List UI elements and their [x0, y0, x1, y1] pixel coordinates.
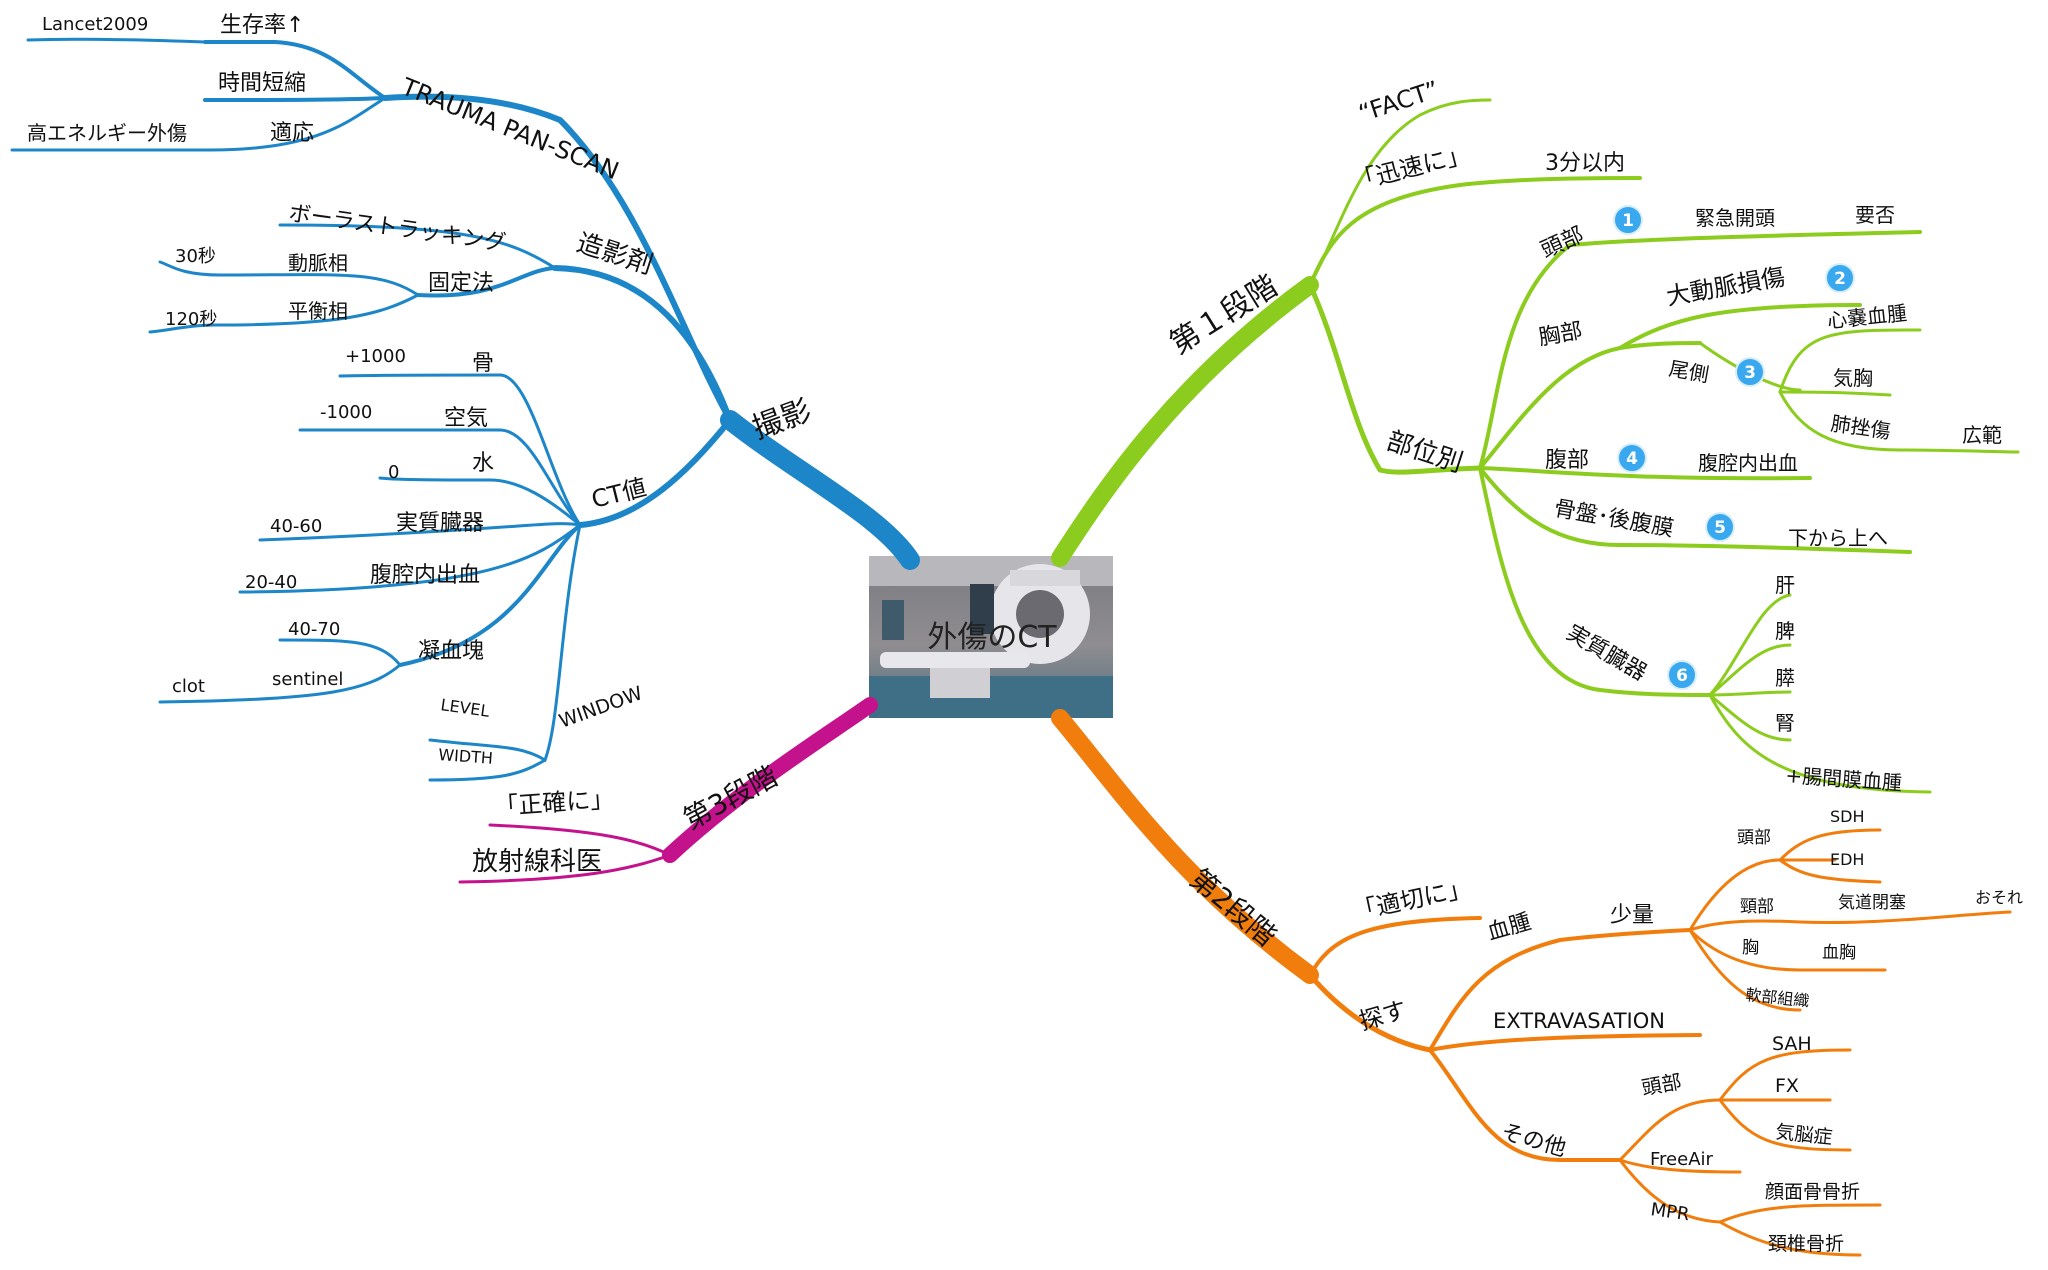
sah-label: SAH: [1772, 1033, 1812, 1055]
ct-item-2-value: 0: [388, 462, 399, 483]
ct-item-1-name: 空気: [444, 406, 488, 431]
hematoma-label: 血腫: [1485, 910, 1534, 946]
facial-fx-label: 顔面骨骨折: [1765, 1181, 1860, 1203]
craniotomy-label: 緊急開頭: [1695, 206, 1775, 230]
badge-4-icon: 4: [1617, 443, 1647, 473]
ct-item-4-value: 20-40: [245, 572, 297, 593]
trunk-imaging: [720, 410, 920, 570]
airway-label: 気道閉塞: [1838, 893, 1906, 913]
svg-text:1: 1: [1622, 211, 1634, 231]
cervical-fx-label: 頚椎骨折: [1768, 1233, 1844, 1255]
edh-label: EDH: [1830, 850, 1864, 869]
small-label: 少量: [1610, 903, 1654, 928]
abdomen-label: 腹部: [1545, 448, 1589, 473]
organ-liver: 肝: [1775, 573, 1795, 597]
contusion-label: 肺挫傷: [1829, 411, 1892, 443]
badge-2-icon: 2: [1825, 263, 1855, 293]
pneumothorax-label: 気胸: [1833, 366, 1873, 390]
pan-scan-label: TRAUMA PAN-SCAN: [397, 72, 623, 185]
stage2-branches: [1307, 828, 2012, 1257]
fixed-label: 固定法: [428, 271, 494, 296]
trunk-stage2: [1051, 709, 1319, 984]
stage3-branches: [458, 823, 672, 884]
accurate-label: 「正確に」: [493, 785, 615, 821]
ct-item-0-value: +1000: [345, 346, 406, 367]
s1-head-label: 頭部: [1537, 223, 1587, 264]
window-label: WINDOW: [556, 682, 645, 732]
thorax-label: 胸: [1742, 938, 1759, 958]
ct-item-4-name: 腹腔内出血: [370, 563, 480, 588]
bottom-up-label: 下から上へ: [1788, 526, 1888, 550]
survival-label: 生存率↑: [220, 13, 304, 38]
trunk-stage3: [662, 697, 878, 863]
svg-text:6: 6: [1676, 666, 1688, 686]
bolus-label: ボーラストラッキング: [287, 201, 507, 256]
aorta-label: 大動脈損傷: [1664, 262, 1787, 310]
badge-5-icon: 5: [1705, 512, 1735, 542]
window-level-label: LEVEL: [439, 695, 490, 721]
caudal-label: 尾側: [1667, 356, 1711, 387]
center-image: 外傷のCT: [869, 556, 1113, 718]
high-energy-label: 高エネルギー外傷: [27, 121, 187, 145]
trunk-stage1: [1051, 276, 1319, 567]
ct-item-3-value: 40-60: [270, 516, 322, 537]
stage1-branches: [1307, 98, 2020, 794]
organ-kidney: 腎: [1775, 711, 1795, 735]
badge-1-icon: 1: [1613, 205, 1643, 235]
svg-text:3: 3: [1744, 363, 1756, 383]
imaging-label: 撮影: [748, 393, 816, 446]
solid-organs-label: 実質臓器: [1562, 621, 1651, 687]
sdh-label: SDH: [1830, 807, 1865, 826]
hemoperitoneum-label: 腹腔内出血: [1698, 451, 1798, 475]
s2-head-label: 頭部: [1737, 828, 1771, 848]
fx-label: FX: [1775, 1075, 1799, 1097]
center-label: 外傷のCT: [927, 620, 1057, 655]
organ-mesentery: +腸間膜血腫: [1785, 763, 1903, 795]
chest-label: 胸部: [1537, 319, 1585, 351]
window-width-label: WIDTH: [438, 745, 494, 768]
ct-item-0-name: 骨: [472, 351, 494, 376]
other-head-label: 頭部: [1640, 1069, 1684, 1100]
clot-label: 凝血塊: [418, 639, 484, 664]
svg-text:5: 5: [1714, 518, 1726, 538]
organ-pancreas: 膵: [1775, 666, 1795, 690]
extravasation-label: EXTRAVASATION: [1493, 1009, 1665, 1033]
arterial-time-label: 30秒: [175, 246, 216, 267]
organ-spleen: 脾: [1775, 619, 1795, 643]
shorten-label: 時間短縮: [218, 71, 306, 96]
stage3-label: 第3段階: [678, 759, 783, 836]
free-air-label: FreeAir: [1650, 1149, 1714, 1170]
soft-tissue-label: 軟部組織: [1745, 985, 1811, 1011]
pelvis-label: 骨盤･後腹膜: [1552, 496, 1676, 542]
badge-3-icon: 3: [1735, 357, 1765, 387]
search-label: 探す: [1356, 996, 1410, 1036]
mpr-label: MPR: [1649, 1199, 1690, 1225]
sentinel-label: sentinel: [272, 669, 343, 690]
equilibrium-label: 平衡相: [288, 299, 348, 323]
stage2-label: 第2段階: [1184, 862, 1283, 953]
equilibrium-time-label: 120秒: [165, 309, 217, 330]
risk-label: おそれ: [1975, 888, 2023, 907]
need-label: 要否: [1855, 203, 1895, 227]
rapid-time-label: 3分以内: [1545, 151, 1625, 176]
ct-item-3-name: 実質臓器: [396, 511, 484, 536]
neck-label: 頸部: [1740, 897, 1774, 917]
thorax-blood-label: 血胸: [1822, 943, 1856, 963]
svg-text:2: 2: [1834, 269, 1846, 289]
ct-item-2-name: 水: [472, 451, 494, 476]
extensive-label: 広範: [1962, 423, 2002, 447]
imaging-branches: [10, 37, 733, 782]
radiologist-label: 放射線科医: [472, 847, 602, 877]
lancet-label: Lancet2009: [42, 14, 148, 35]
clot-text: clot: [172, 676, 205, 697]
svg-text:4: 4: [1626, 449, 1638, 469]
badge-6-icon: 6: [1667, 660, 1697, 690]
fact-label: “FACT”: [1355, 76, 1442, 128]
clot-value: 40-70: [288, 619, 340, 640]
ct-item-1-value: -1000: [320, 402, 372, 423]
indication-label: 適応: [270, 121, 314, 146]
arterial-label: 動脈相: [288, 251, 348, 275]
